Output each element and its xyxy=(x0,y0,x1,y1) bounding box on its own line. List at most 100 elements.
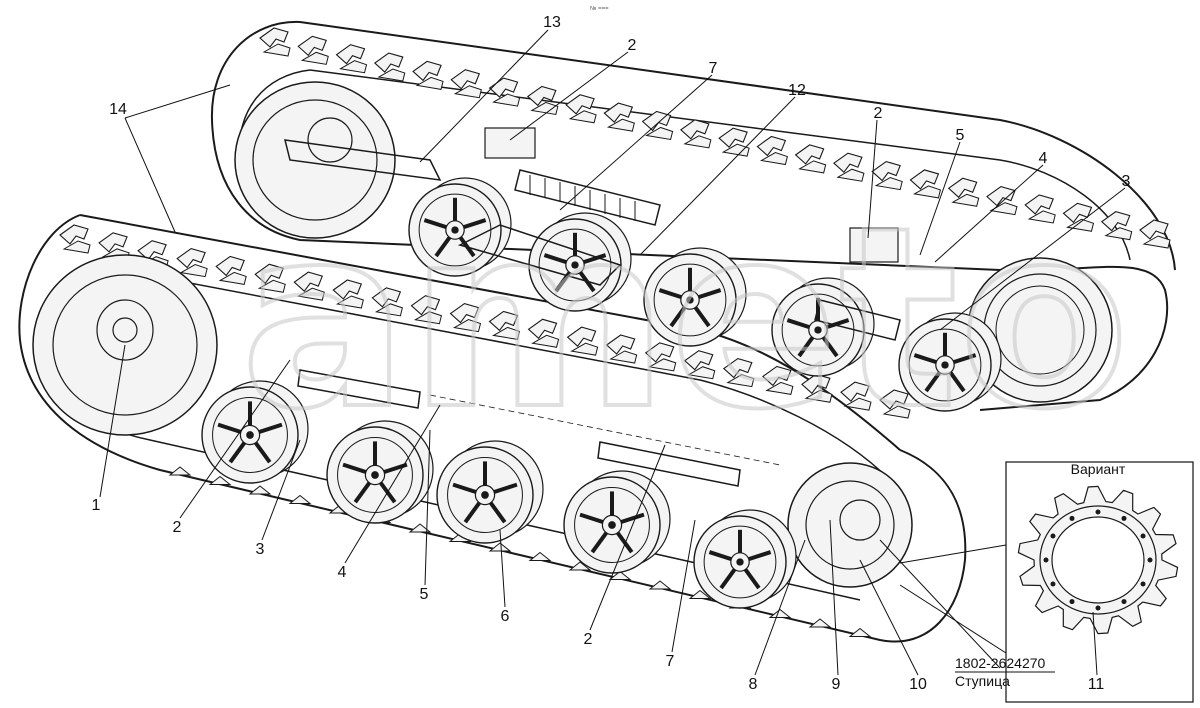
rear-tread-block xyxy=(603,102,635,132)
front-tread-block xyxy=(605,334,638,364)
callout-13: 13 xyxy=(543,14,561,31)
callout-2-top: 2 xyxy=(628,37,637,54)
front-tread-block xyxy=(59,224,91,254)
variant-sprocket xyxy=(1017,485,1179,635)
rear-tread-block xyxy=(794,144,827,174)
part-name: Ступица xyxy=(955,673,1010,689)
callout-3-bottom: 3 xyxy=(256,541,265,558)
bottom-lug xyxy=(808,618,832,628)
road-wheel xyxy=(436,440,544,544)
bottom-lug xyxy=(648,580,672,590)
callout-2-bottom: 2 xyxy=(584,631,593,648)
front-tread-block xyxy=(683,350,716,380)
rear-tread-block xyxy=(297,35,329,65)
bolt-hole xyxy=(1069,515,1075,521)
bottom-lug xyxy=(208,475,232,485)
rear-tread-block xyxy=(1024,194,1056,224)
bottom-lug xyxy=(568,561,592,571)
bolt-hole xyxy=(1095,605,1101,611)
front-tread-block xyxy=(488,310,521,340)
callout-7-bottom: 7 xyxy=(666,653,675,670)
callout-1: 1 xyxy=(92,497,101,514)
front-tread-block xyxy=(293,271,325,301)
bottom-lug xyxy=(688,589,712,599)
rear-tread-block xyxy=(986,186,1018,216)
front-tread-block xyxy=(644,342,677,372)
front-tread-block xyxy=(332,279,364,309)
road-wheel xyxy=(326,420,434,524)
bottom-lug xyxy=(248,485,272,495)
callout-5-bottom: 5 xyxy=(420,586,429,603)
callout-5-top: 5 xyxy=(956,127,965,144)
road-wheel xyxy=(563,470,671,574)
bottom-lug xyxy=(168,466,192,476)
drive-sprocket-front xyxy=(787,462,913,588)
rear-tread-block xyxy=(679,119,712,149)
callout-9: 9 xyxy=(832,676,841,693)
bottom-lug xyxy=(768,608,792,618)
front-tread-block xyxy=(840,381,872,411)
front-tread-block xyxy=(449,302,482,333)
callout-3-top: 3 xyxy=(1122,173,1131,190)
front-tread-block xyxy=(722,357,755,388)
bolt-hole xyxy=(1140,581,1146,587)
rear-tread-block xyxy=(871,160,903,191)
rear-tread-block xyxy=(1062,202,1095,232)
callout-8: 8 xyxy=(749,676,758,693)
bottom-lug xyxy=(288,494,312,504)
rear-tread-block xyxy=(526,85,559,116)
front-tread-block xyxy=(176,247,208,278)
rear-tread-block xyxy=(259,27,291,57)
front-tread-block xyxy=(254,263,286,293)
bottom-lug xyxy=(408,523,432,533)
bolt-hole xyxy=(1069,599,1075,605)
rear-track-treads xyxy=(259,27,1171,249)
road-wheel xyxy=(643,247,747,347)
road-wheel xyxy=(898,312,1002,412)
rear-tread-block xyxy=(565,94,597,124)
bolt-hole xyxy=(1121,599,1127,605)
rear-tread-block xyxy=(335,44,368,74)
road-wheels xyxy=(201,177,1002,609)
road-wheel xyxy=(408,177,512,277)
rear-tread-block xyxy=(833,152,865,182)
callout-12: 12 xyxy=(788,82,806,99)
variant-inset: Вариант xyxy=(899,461,1194,703)
callout-4-top: 4 xyxy=(1039,150,1048,167)
front-tread-block xyxy=(566,326,599,356)
rear-tread-block xyxy=(412,60,444,90)
rear-tread-block xyxy=(488,77,521,107)
idler-wheel-rear xyxy=(234,81,396,239)
bottom-lug xyxy=(848,627,872,637)
callout-2-right: 2 xyxy=(874,105,883,122)
bottom-lug xyxy=(528,551,552,561)
rear-tread-block xyxy=(718,127,750,157)
callout-10: 10 xyxy=(909,676,927,693)
rear-tread-block xyxy=(947,177,980,207)
bolt-hole xyxy=(1121,515,1127,521)
front-tread-block xyxy=(410,295,443,325)
bolt-hole xyxy=(1095,509,1101,515)
callout-6: 6 xyxy=(501,608,510,625)
rear-tread-block xyxy=(909,169,942,199)
bolt-hole xyxy=(1147,557,1153,563)
rear-tread-block xyxy=(1139,219,1171,249)
suspension-parts xyxy=(284,127,901,487)
front-tread-block xyxy=(371,287,403,317)
front-track-bottom-lugs xyxy=(168,466,872,637)
callout-7-top: 7 xyxy=(709,60,718,77)
road-wheel xyxy=(693,509,797,609)
bolt-hole xyxy=(1043,557,1049,563)
bottom-lug xyxy=(488,542,512,552)
callout-2-left: 2 xyxy=(173,519,182,536)
rear-tread-block xyxy=(756,135,788,166)
road-wheel xyxy=(201,380,309,484)
callout-leaders xyxy=(99,29,1126,676)
bolt-hole xyxy=(1140,533,1146,539)
part-number: 1802-2624270 xyxy=(955,655,1046,671)
bolt-hole xyxy=(1050,581,1056,587)
variant-title: Вариант xyxy=(1071,461,1126,477)
callout-labels: 14 13 2 7 12 2 5 4 3 1 2 3 4 5 6 2 7 8 9… xyxy=(92,14,1131,693)
front-tread-block xyxy=(215,255,247,285)
